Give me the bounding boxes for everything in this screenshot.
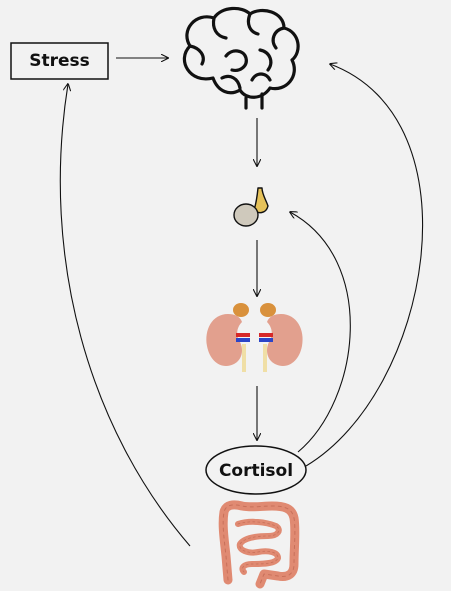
kidneys-with-adrenal-glands-icon: [206, 303, 302, 372]
brain-icon: [184, 8, 298, 108]
intestines-icon: [223, 505, 295, 584]
arrow-cortisol-to-brain: [306, 64, 423, 466]
stress-label: Stress: [29, 51, 90, 71]
stress-node: Stress: [11, 43, 108, 79]
arrow-gut-to-stress: [60, 84, 190, 546]
cortisol-node: Cortisol: [206, 446, 306, 494]
cortisol-label: Cortisol: [219, 461, 293, 481]
pituitary-gland-icon: [234, 188, 268, 226]
